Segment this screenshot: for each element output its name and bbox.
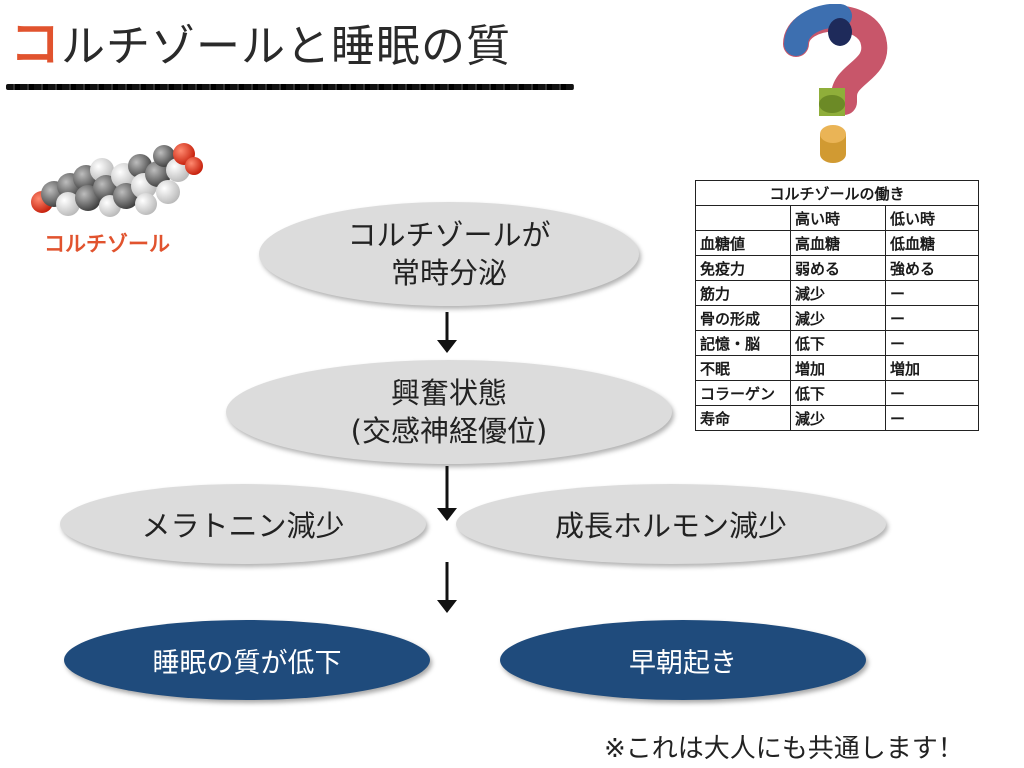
table-cell: 低下 (790, 380, 886, 406)
question-mark-icon (783, 4, 888, 163)
table-cell: 低下 (790, 330, 886, 356)
table-cell: 低血糖 (885, 230, 979, 256)
title-rest: ルチゾールと睡眠の質 (61, 21, 511, 72)
table-row: 筋力 減少 ー (695, 280, 979, 306)
cortisol-molecule-image (31, 143, 203, 217)
table-header-cell: 低い時 (885, 205, 979, 231)
table-row: 免疫力 弱める 強める (695, 255, 979, 281)
table-row: コラーゲン 低下 ー (695, 380, 979, 406)
table-cell: ー (885, 330, 979, 356)
table-row: 不眠 増加 増加 (695, 355, 979, 381)
table-cell: 弱める (790, 255, 886, 281)
footnote: ※これは大人にも共通します！ (604, 734, 964, 764)
down-arrow-icon (437, 562, 457, 613)
flow-step-1-line-2: 常時分泌 (390, 256, 507, 290)
table-cell: 高血糖 (790, 230, 886, 256)
table-cell: ー (885, 380, 979, 406)
table-header-cell: 高い時 (790, 205, 886, 231)
table-cell: ー (885, 405, 979, 431)
table-cell: 血糖値 (695, 230, 791, 256)
table-row: 血糖値 高血糖 低血糖 (695, 230, 979, 256)
table-cell: 記憶・脳 (695, 330, 791, 356)
flow-step-growth-hormone-decrease: 成長ホルモン減少 (456, 484, 886, 564)
table-cell: 免疫力 (695, 255, 791, 281)
table-cell: ー (885, 280, 979, 306)
down-arrow-icon (437, 312, 457, 353)
table-cell: 減少 (790, 405, 886, 431)
result-sleep-quality-decline: 睡眠の質が低下 (64, 620, 430, 700)
title-first-char: コ (10, 15, 61, 73)
title-underline (6, 84, 574, 90)
flow-step-cortisol-secretion: コルチゾールが 常時分泌 (259, 202, 639, 306)
table-cell: 減少 (790, 280, 886, 306)
table-caption-row: コルチゾールの働き (695, 180, 979, 206)
table-cell: 減少 (790, 305, 886, 331)
table-cell: 骨の形成 (695, 305, 791, 331)
table-cell: 強める (885, 255, 979, 281)
table-cell: 増加 (885, 355, 979, 381)
down-arrow-icon (437, 466, 457, 521)
table-header-cell (695, 205, 791, 231)
flow-step-2-line-2: (交感神経優位) (350, 414, 548, 448)
cortisol-function-table: コルチゾールの働き 高い時 低い時 血糖値 高血糖 低血糖 免疫力 弱める 強め… (695, 180, 979, 431)
table-cell: ー (885, 305, 979, 331)
flow-step-melatonin-decrease: メラトニン減少 (60, 484, 426, 564)
table-row: 記憶・脳 低下 ー (695, 330, 979, 356)
flow-step-1-line-1: コルチゾールが (347, 218, 551, 252)
table-row: 寿命 減少 ー (695, 405, 979, 431)
table-cell: 不眠 (695, 355, 791, 381)
page-title: コルチゾールと睡眠の質 (10, 6, 511, 85)
molecule-label: コルチゾール (44, 232, 170, 256)
flow-step-excited-state: 興奮状態 (交感神経優位) (226, 360, 672, 464)
table-cell: コラーゲン (695, 380, 791, 406)
table-cell: 筋力 (695, 280, 791, 306)
table-cell: 寿命 (695, 405, 791, 431)
table-header-row: 高い時 低い時 (695, 205, 979, 231)
table-cell: 増加 (790, 355, 886, 381)
table-caption: コルチゾールの働き (695, 180, 979, 206)
table-row: 骨の形成 減少 ー (695, 305, 979, 331)
result-early-waking: 早朝起き (500, 620, 866, 700)
flow-step-2-line-1: 興奮状態 (390, 376, 507, 410)
